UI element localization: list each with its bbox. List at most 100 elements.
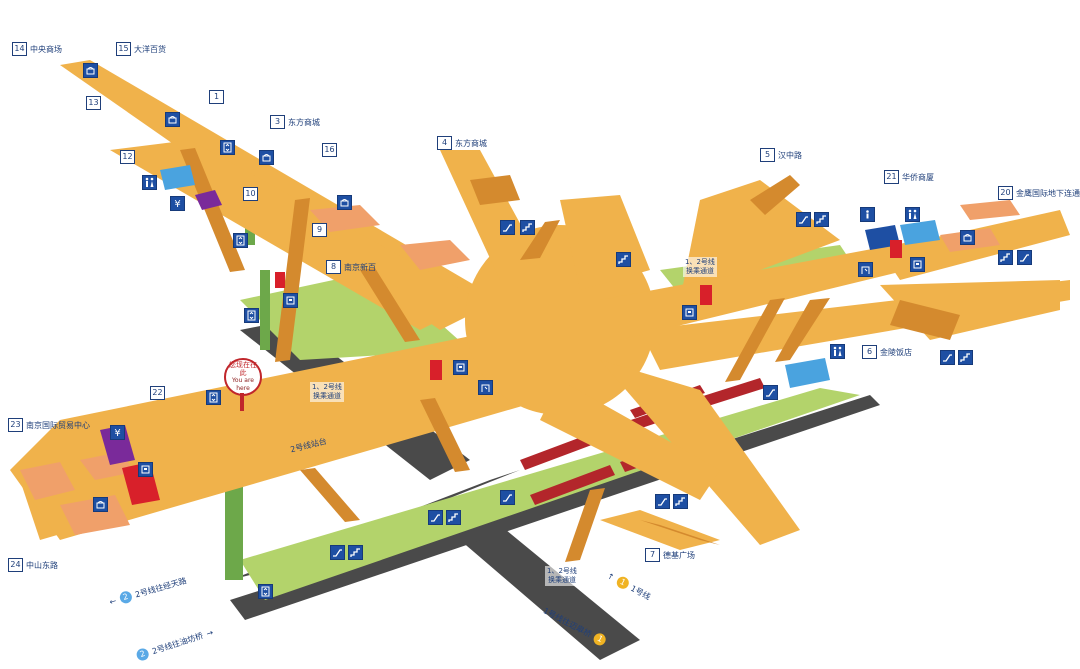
exit-label: 金鹰国际地下连通: [1016, 188, 1080, 198]
ticket-machine-icon: [283, 293, 298, 308]
you-are-here-en-2: here: [236, 385, 250, 392]
shop-area: [20, 200, 1020, 535]
info-icon: [860, 207, 875, 222]
concourse: [10, 60, 1070, 550]
exit-13[interactable]: 13: [86, 96, 101, 110]
escalator-icon: [655, 494, 670, 509]
svg-text:¥: ¥: [174, 199, 180, 210]
you-are-here-marker: 您现在在此 You are here: [224, 358, 262, 396]
exit-9[interactable]: 9: [312, 223, 327, 237]
exit-label: 东方商城: [288, 117, 320, 127]
gate: [890, 240, 902, 258]
elevator-icon: [220, 140, 235, 155]
exit-label: 南京国际贸易中心: [26, 420, 90, 430]
elevator-icon: [244, 308, 259, 323]
exit-label: 中央商场: [30, 44, 62, 54]
exit-label: 汉中路: [778, 150, 802, 160]
stairs-icon: [348, 545, 363, 560]
exit-10[interactable]: 10: [243, 187, 258, 201]
shop-icon: [93, 497, 108, 512]
toilet-icon: [142, 175, 157, 190]
shop-icon: [83, 63, 98, 78]
location-pin: [240, 393, 244, 411]
stair-column: [180, 148, 960, 562]
stairs-icon: [446, 510, 461, 525]
exit-22[interactable]: 22: [150, 386, 165, 400]
exit-number: 1: [209, 90, 224, 104]
transfer-line1: 1、2号线: [547, 567, 577, 575]
gate-icon: [478, 380, 493, 395]
toilet-icon: [830, 344, 845, 359]
exit-number: 3: [270, 115, 285, 129]
escalator-icon: [500, 490, 515, 505]
exit-number: 7: [645, 548, 660, 562]
stairs-icon: [616, 252, 631, 267]
gate: [275, 272, 285, 288]
exit-number: 22: [150, 386, 165, 400]
exit-label: 金陵饭店: [880, 347, 912, 357]
gate: [700, 285, 712, 305]
escalator-icon: [940, 350, 955, 365]
exit-number: 23: [8, 418, 23, 432]
exit-label: 中山东路: [26, 560, 58, 570]
exit-number: 5: [760, 148, 775, 162]
exit-number: 24: [8, 558, 23, 572]
gate: [430, 360, 442, 380]
stairs-icon: [520, 220, 535, 235]
gate-icon: [858, 262, 873, 277]
transfer-line2: 换乘通道: [547, 576, 576, 584]
shop-icon: [337, 195, 352, 210]
exit-number: 4: [437, 136, 452, 150]
exit-number: 20: [998, 186, 1013, 200]
exit-12[interactable]: 12: [120, 150, 135, 164]
exit-16[interactable]: 16: [322, 143, 337, 157]
elevator-shaft: [260, 270, 270, 350]
exit-label: 南京新百: [344, 262, 376, 272]
exit-label: 德基广场: [663, 550, 695, 560]
stairs-icon: [998, 250, 1013, 265]
transfer-passage-label: 1、2号线换乘通道: [310, 382, 344, 402]
toilet-icon: [905, 207, 920, 222]
exit-number: 13: [86, 96, 101, 110]
transfer-line1: 1、2号线: [312, 383, 342, 391]
ticket-machine: [100, 425, 135, 465]
exit-number: 10: [243, 187, 258, 201]
service-booth: [785, 358, 830, 388]
transfer-line1: 1、2号线: [685, 258, 715, 266]
elevator-icon: [233, 233, 248, 248]
ticket-machine-icon: [682, 305, 697, 320]
exit-label: 东方商城: [455, 138, 487, 148]
escalator-icon: [500, 220, 515, 235]
escalator-icon: [796, 212, 811, 227]
elevator-icon: [206, 390, 221, 405]
shop-icon: [259, 150, 274, 165]
ticket-yen-icon: ¥: [110, 425, 125, 440]
ticket-machine-icon: [453, 360, 468, 375]
service-booth: [900, 220, 940, 245]
exit-1[interactable]: 1: [209, 90, 224, 104]
exit-number: 12: [120, 150, 135, 164]
arrow-left-icon: ←: [108, 595, 118, 607]
exit-number: 9: [312, 223, 327, 237]
exit-label: 大洋百货: [134, 44, 166, 54]
exit-number: 21: [884, 170, 899, 184]
ticket-yen-icon: ¥: [170, 196, 185, 211]
escalator-icon: [428, 510, 443, 525]
transfer-passage-label: 1、2号线换乘通道: [683, 257, 717, 277]
track-line1: [460, 525, 640, 660]
stairs-icon: [958, 350, 973, 365]
escalator-icon: [330, 545, 345, 560]
